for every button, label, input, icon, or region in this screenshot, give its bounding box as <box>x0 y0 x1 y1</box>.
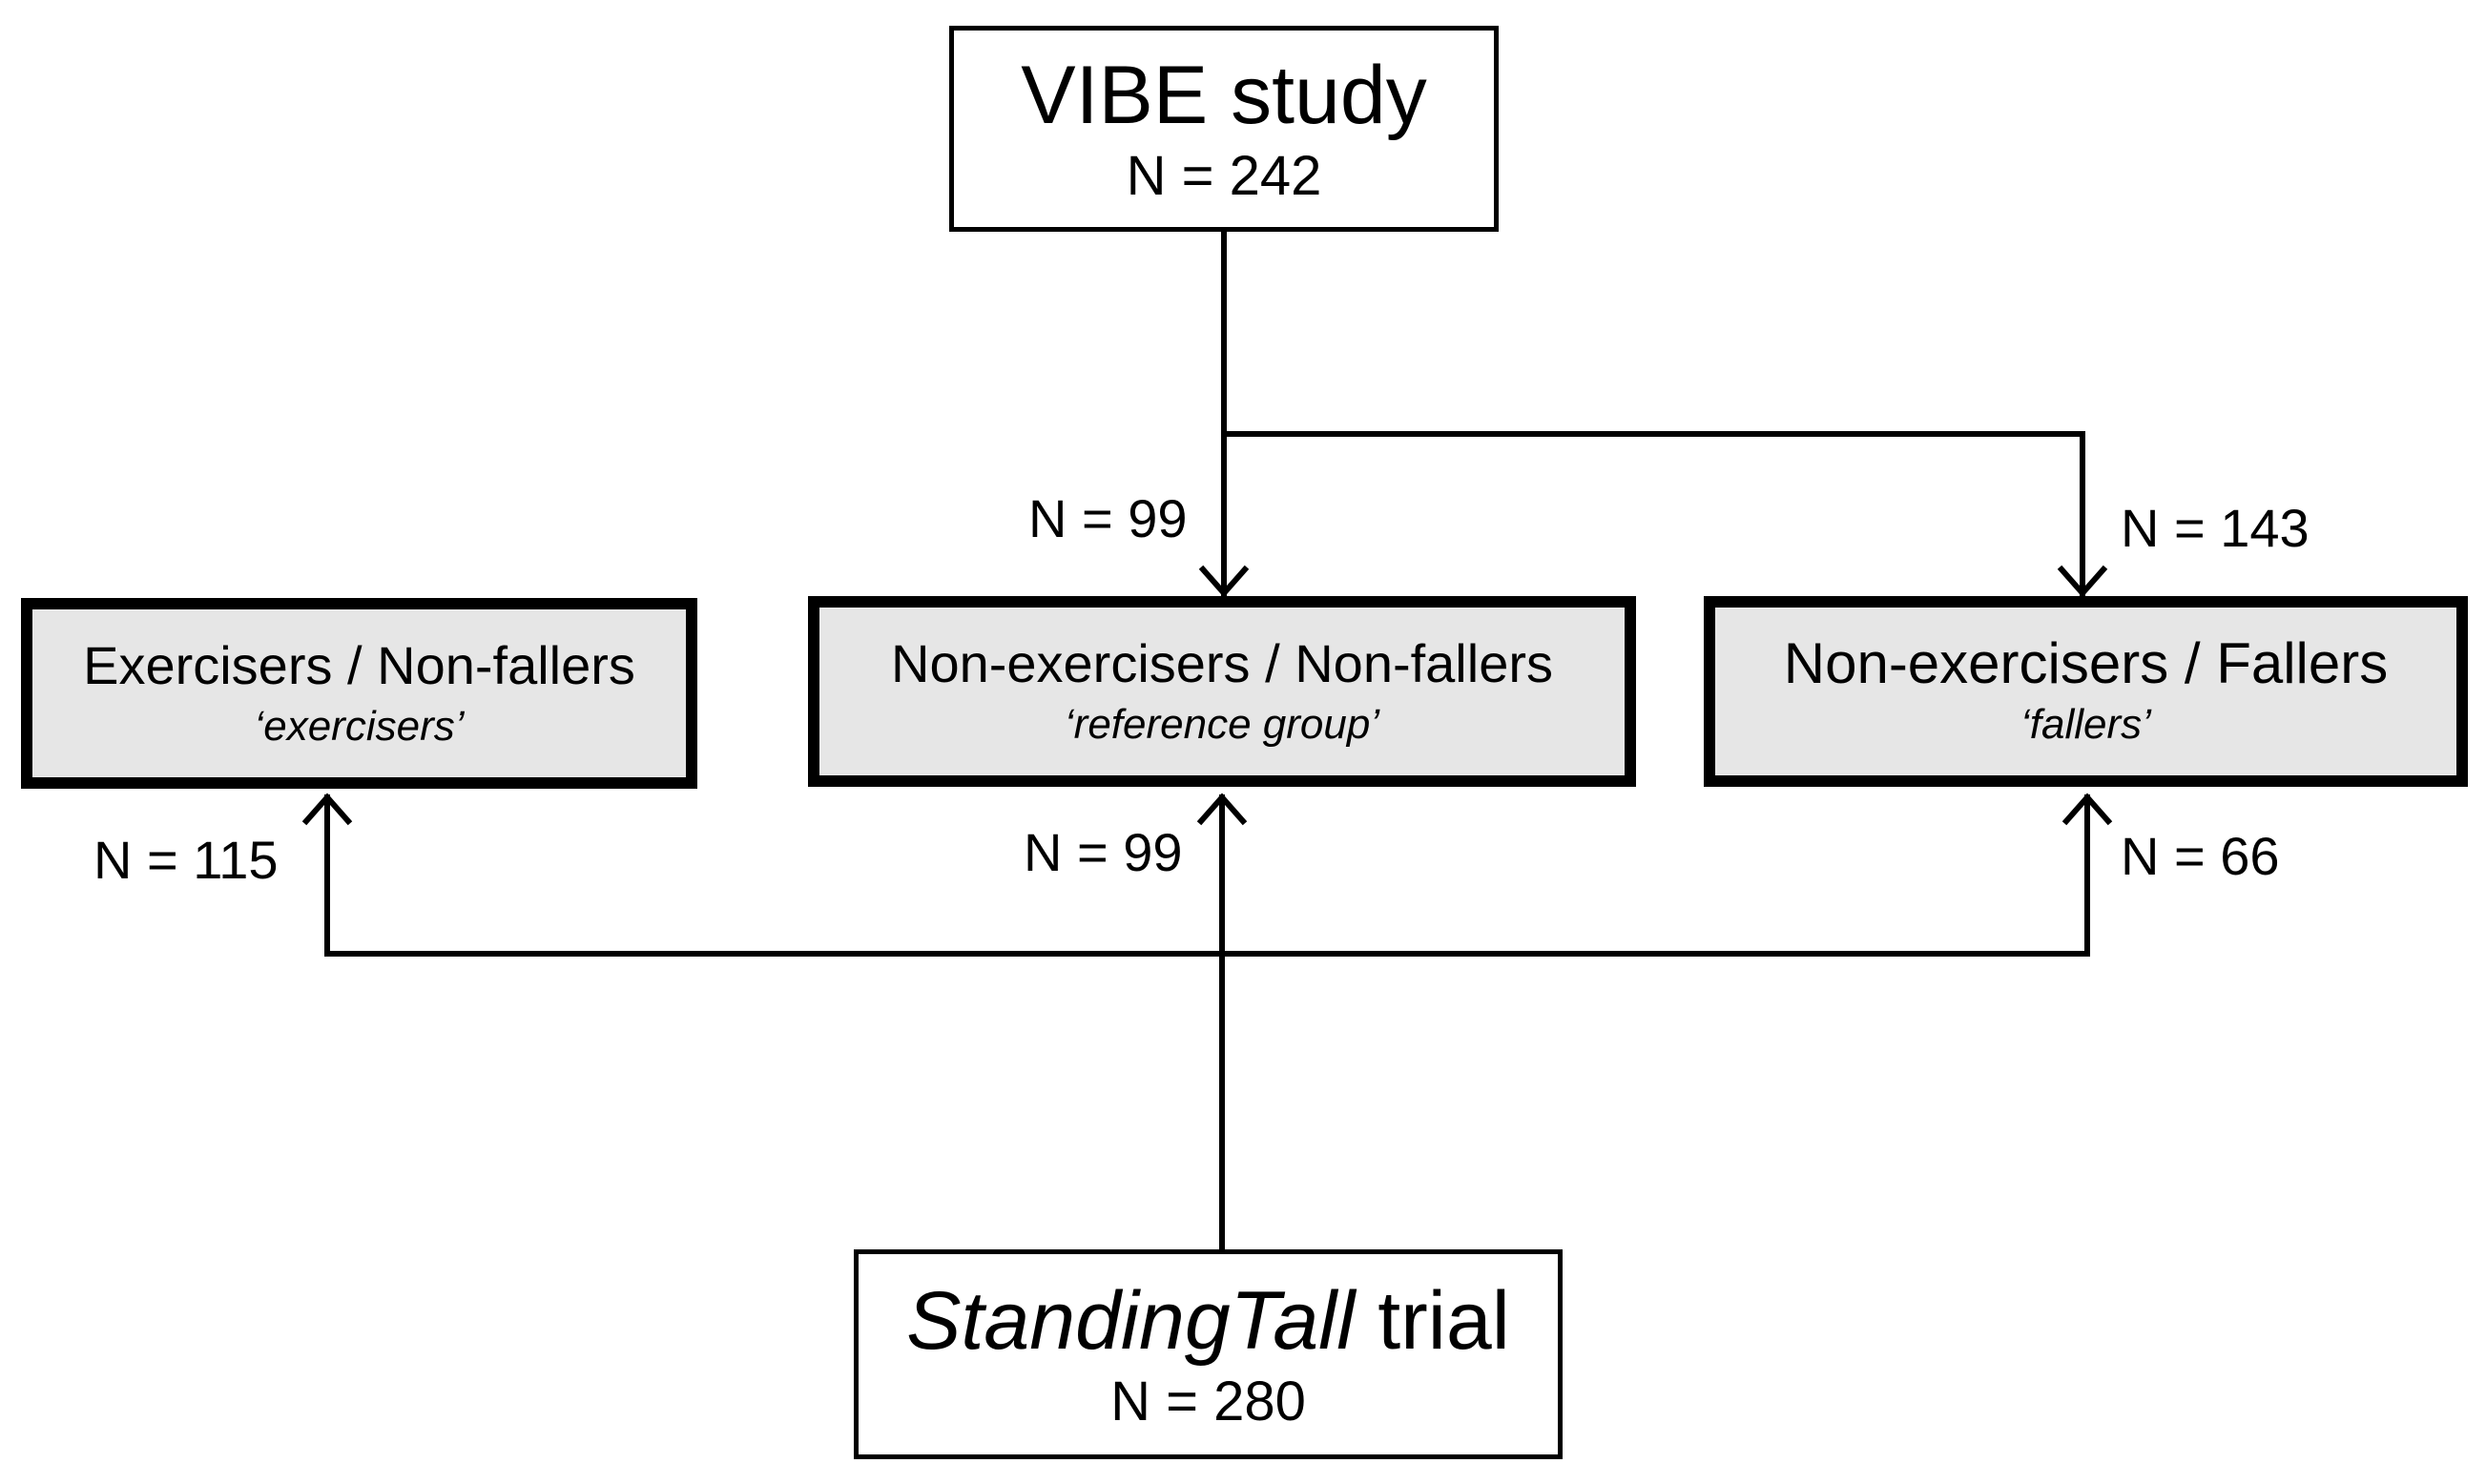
flow-label-standingtall-to-fallers: N = 66 <box>2121 826 2280 886</box>
arrow-to-exercisers <box>301 793 353 826</box>
arrow-to-fallers-from-standingtall <box>2061 793 2113 826</box>
standingtall-trial-box: StandingTall trial N = 280 <box>854 1249 1563 1459</box>
flow-label-standingtall-to-reference: N = 99 <box>1024 822 1183 882</box>
flow-label-standingtall-to-exercisers: N = 115 <box>93 830 279 890</box>
standingtall-trial-title: StandingTall trial <box>906 1273 1510 1369</box>
fallers-group-title: Non-exercisers / Fallers <box>1783 631 2389 695</box>
arrow-to-reference-from-standingtall <box>1196 793 1248 826</box>
arrow-to-fallers-from-vibe <box>2057 565 2108 598</box>
exercisers-group-title: Exercisers / Non-fallers <box>83 635 635 695</box>
standingtall-title-rest: trial <box>1355 1275 1510 1367</box>
reference-group-box: Non-exercisers / Non-fallers ‘reference … <box>808 596 1636 787</box>
exercisers-group-subtitle: ‘exercisers’ <box>254 703 465 750</box>
reference-group-subtitle: ‘reference group’ <box>1064 701 1380 748</box>
standingtall-title-italic: StandingTall <box>906 1275 1356 1367</box>
arrow-to-reference-from-vibe <box>1198 565 1250 598</box>
standingtall-branch-line <box>324 794 2090 957</box>
exercisers-group-box: Exercisers / Non-fallers ‘exercisers’ <box>21 598 697 789</box>
reference-group-title: Non-exercisers / Non-fallers <box>891 633 1553 693</box>
vibe-study-box: VIBE study N = 242 <box>949 26 1499 232</box>
fallers-group-subtitle: ‘fallers’ <box>2020 701 2151 748</box>
flow-label-vibe-to-fallers: N = 143 <box>2121 498 2310 558</box>
vibe-branch-line <box>1221 431 2085 596</box>
fallers-group-box: Non-exercisers / Fallers ‘fallers’ <box>1704 596 2468 787</box>
vibe-study-title: VIBE study <box>1021 50 1427 141</box>
flow-label-vibe-to-reference: N = 99 <box>1028 488 1188 548</box>
standingtall-trial-n: N = 280 <box>1110 1371 1306 1432</box>
vibe-study-n: N = 242 <box>1126 145 1322 207</box>
